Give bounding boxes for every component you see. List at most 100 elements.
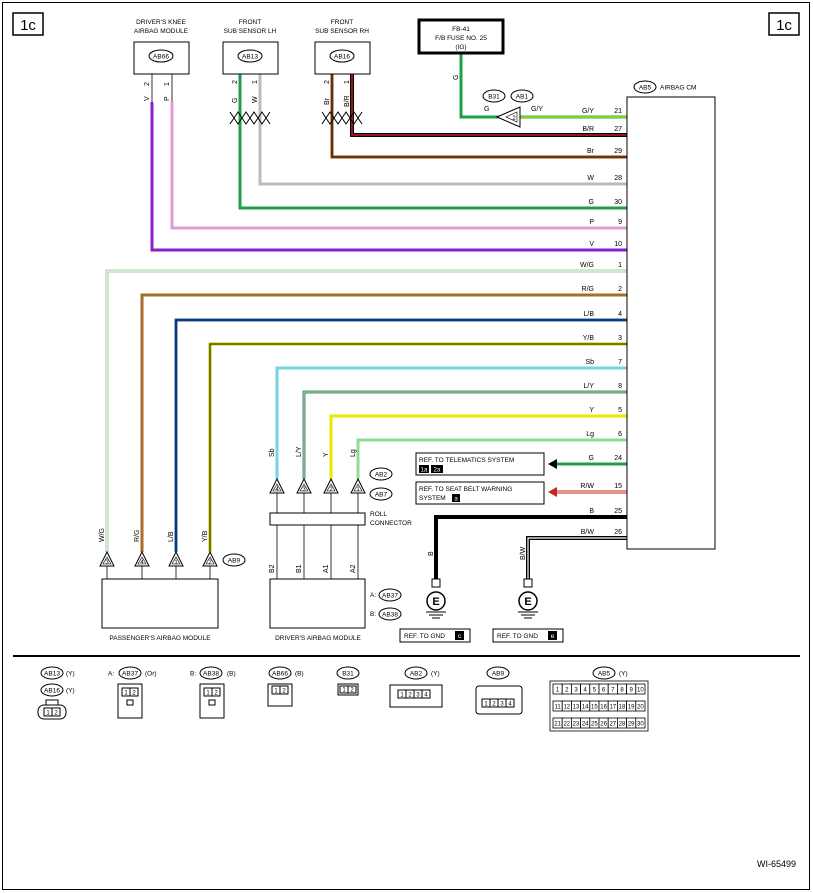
knee-pin-1: 1 [164, 82, 171, 86]
wire-wg [105, 269, 627, 552]
roll-terminal-inner [299, 483, 309, 492]
sub-lh-pin-1: 1 [252, 80, 259, 84]
gnd1-symbol [426, 591, 446, 611]
cm-wire-code: W/G [580, 262, 594, 269]
legend-ab9-cell-4 [505, 698, 515, 708]
sub-rh-label-1: FRONT [331, 19, 353, 26]
legend-ab13-pin-1: 1 [46, 711, 50, 717]
cm-wire-code: Br [587, 148, 595, 155]
gnd1-ref-box[interactable] [399, 628, 471, 643]
legend-ab5-pin: 10 [637, 688, 644, 694]
roll-conn-1-ellipse [369, 467, 393, 481]
legend-ab2-pin-2: 2 [408, 693, 412, 699]
telematics-ref-box[interactable] [415, 452, 545, 476]
passenger-terminal-inner [205, 556, 215, 565]
fuse-label-3: (IG) [455, 44, 466, 51]
fuse-label-2: F/B FUSE NO. 25 [435, 35, 487, 42]
seatbelt-ref-text-1: REF. TO SEAT BELT WARNING [419, 486, 512, 493]
cm-pin-number: 10 [614, 241, 622, 248]
seatbelt-badge: a [454, 497, 458, 503]
cm-pin-number: 29 [614, 148, 622, 155]
passenger-pin: 4 [140, 560, 144, 566]
cm-wire-code: G [589, 199, 594, 206]
legend-ab5-pin: 12 [563, 705, 570, 711]
legend-b31: B31 [342, 671, 354, 678]
cm-wire-code: Y [589, 407, 594, 414]
wire-sb [275, 366, 627, 479]
gnd2-symbol [518, 591, 538, 611]
driver-conn-b-ellipse [378, 607, 402, 621]
cm-wire-code: L/Y [583, 383, 594, 390]
legend-ab5-pin: 1 [556, 688, 560, 694]
legend-ab37-prefix: A: [108, 671, 114, 678]
legend-ab2-pin-3: 3 [416, 693, 420, 699]
legend-ab37-pin-1: 1 [124, 691, 128, 697]
wire-p [170, 102, 627, 230]
legend-ab9-ellipse [486, 666, 510, 680]
legend-ab13-color: (Y) [66, 671, 75, 678]
legend-ab9-pin-3: 3 [500, 702, 504, 708]
legend-ab5-ellipse [592, 666, 616, 680]
page-tag-left-text: 1c [20, 17, 36, 34]
legend-ab38: AB38 [203, 671, 219, 678]
wire-b [434, 515, 627, 584]
legend-ab5-pin: 17 [609, 705, 616, 711]
joint-conn-1-ellipse [482, 89, 506, 103]
seatbelt-ref-box[interactable] [415, 481, 545, 505]
gnd2-badge: e [551, 633, 555, 640]
passenger-wire-label: W/G [99, 528, 106, 542]
cm-conn-ellipse [633, 80, 657, 94]
legend-b31-pin-2: 2 [350, 688, 354, 694]
pass-conn-ellipse [222, 553, 246, 567]
cm-wire-code: V [589, 241, 594, 248]
legend-ab5-pin: 13 [573, 705, 580, 711]
cm-pin-number: 28 [614, 175, 622, 182]
page-tag-left [12, 12, 44, 36]
cm-wire-code: W [587, 175, 594, 182]
driver-pin-1: B2 [269, 564, 276, 573]
sub-lh-pin-2: 2 [232, 80, 239, 84]
cm-pin-number: 4 [618, 311, 622, 318]
twisted-pair-lh [229, 111, 271, 125]
seatbelt-badge-bg [452, 494, 460, 502]
sub-lh-wire-w: W [252, 96, 259, 103]
passenger-pin: 1 [174, 560, 178, 566]
legend-ab5-pin: 25 [591, 722, 598, 728]
sub-rh-pin-1: 1 [344, 80, 351, 84]
joint-conn-1: B31 [488, 94, 500, 101]
cm-wire-code: L/B [583, 311, 594, 318]
wire-g-fuse [459, 52, 500, 119]
cm-pin-number: 2 [618, 286, 622, 293]
knee-pin-2: 2 [144, 82, 151, 86]
legend-ab5: AB5 [598, 671, 611, 678]
legend-ab37-color: (Or) [145, 671, 157, 678]
roll-wire-label: L/Y [296, 446, 303, 457]
cm-pin-number: 9 [618, 219, 622, 226]
driver-pin-4: A2 [350, 564, 357, 573]
joint-conn-symbol-inner [505, 111, 518, 123]
legend-ab5-pin: 19 [628, 705, 635, 711]
gnd2-badge-bg [548, 631, 557, 640]
legend-ab5-pin: 18 [619, 705, 626, 711]
legend-ab5-pin: 7 [611, 688, 615, 694]
gnd1-symbol-text: E [432, 596, 439, 608]
cm-pin-number: 8 [618, 383, 622, 390]
connector-legend: AB13 (Y) AB16 (Y) 1 2 A: AB37 (Or) 1 2 B… [37, 666, 649, 732]
legend-ab5-color: (Y) [619, 671, 628, 678]
gnd2-ref-box[interactable] [492, 628, 564, 643]
roll-wire-label: Sb [269, 448, 276, 457]
legend-ab2-pin-4: 4 [424, 693, 428, 699]
roll-terminal-inner [353, 483, 363, 492]
legend-ab37-ellipse [118, 666, 142, 680]
pass-conn: AB9 [228, 558, 241, 565]
joint-pin: 2 [512, 116, 516, 122]
legend-ab5-pin: 29 [628, 722, 635, 728]
legend-ab66-ellipse [268, 666, 292, 680]
knee-wire-p: P [164, 96, 171, 101]
telematics-badge-2-bg [431, 465, 443, 473]
legend-ab5-cell [635, 700, 646, 712]
gnd1-wire: B [428, 551, 435, 556]
cm-wire-code: B [589, 508, 594, 515]
